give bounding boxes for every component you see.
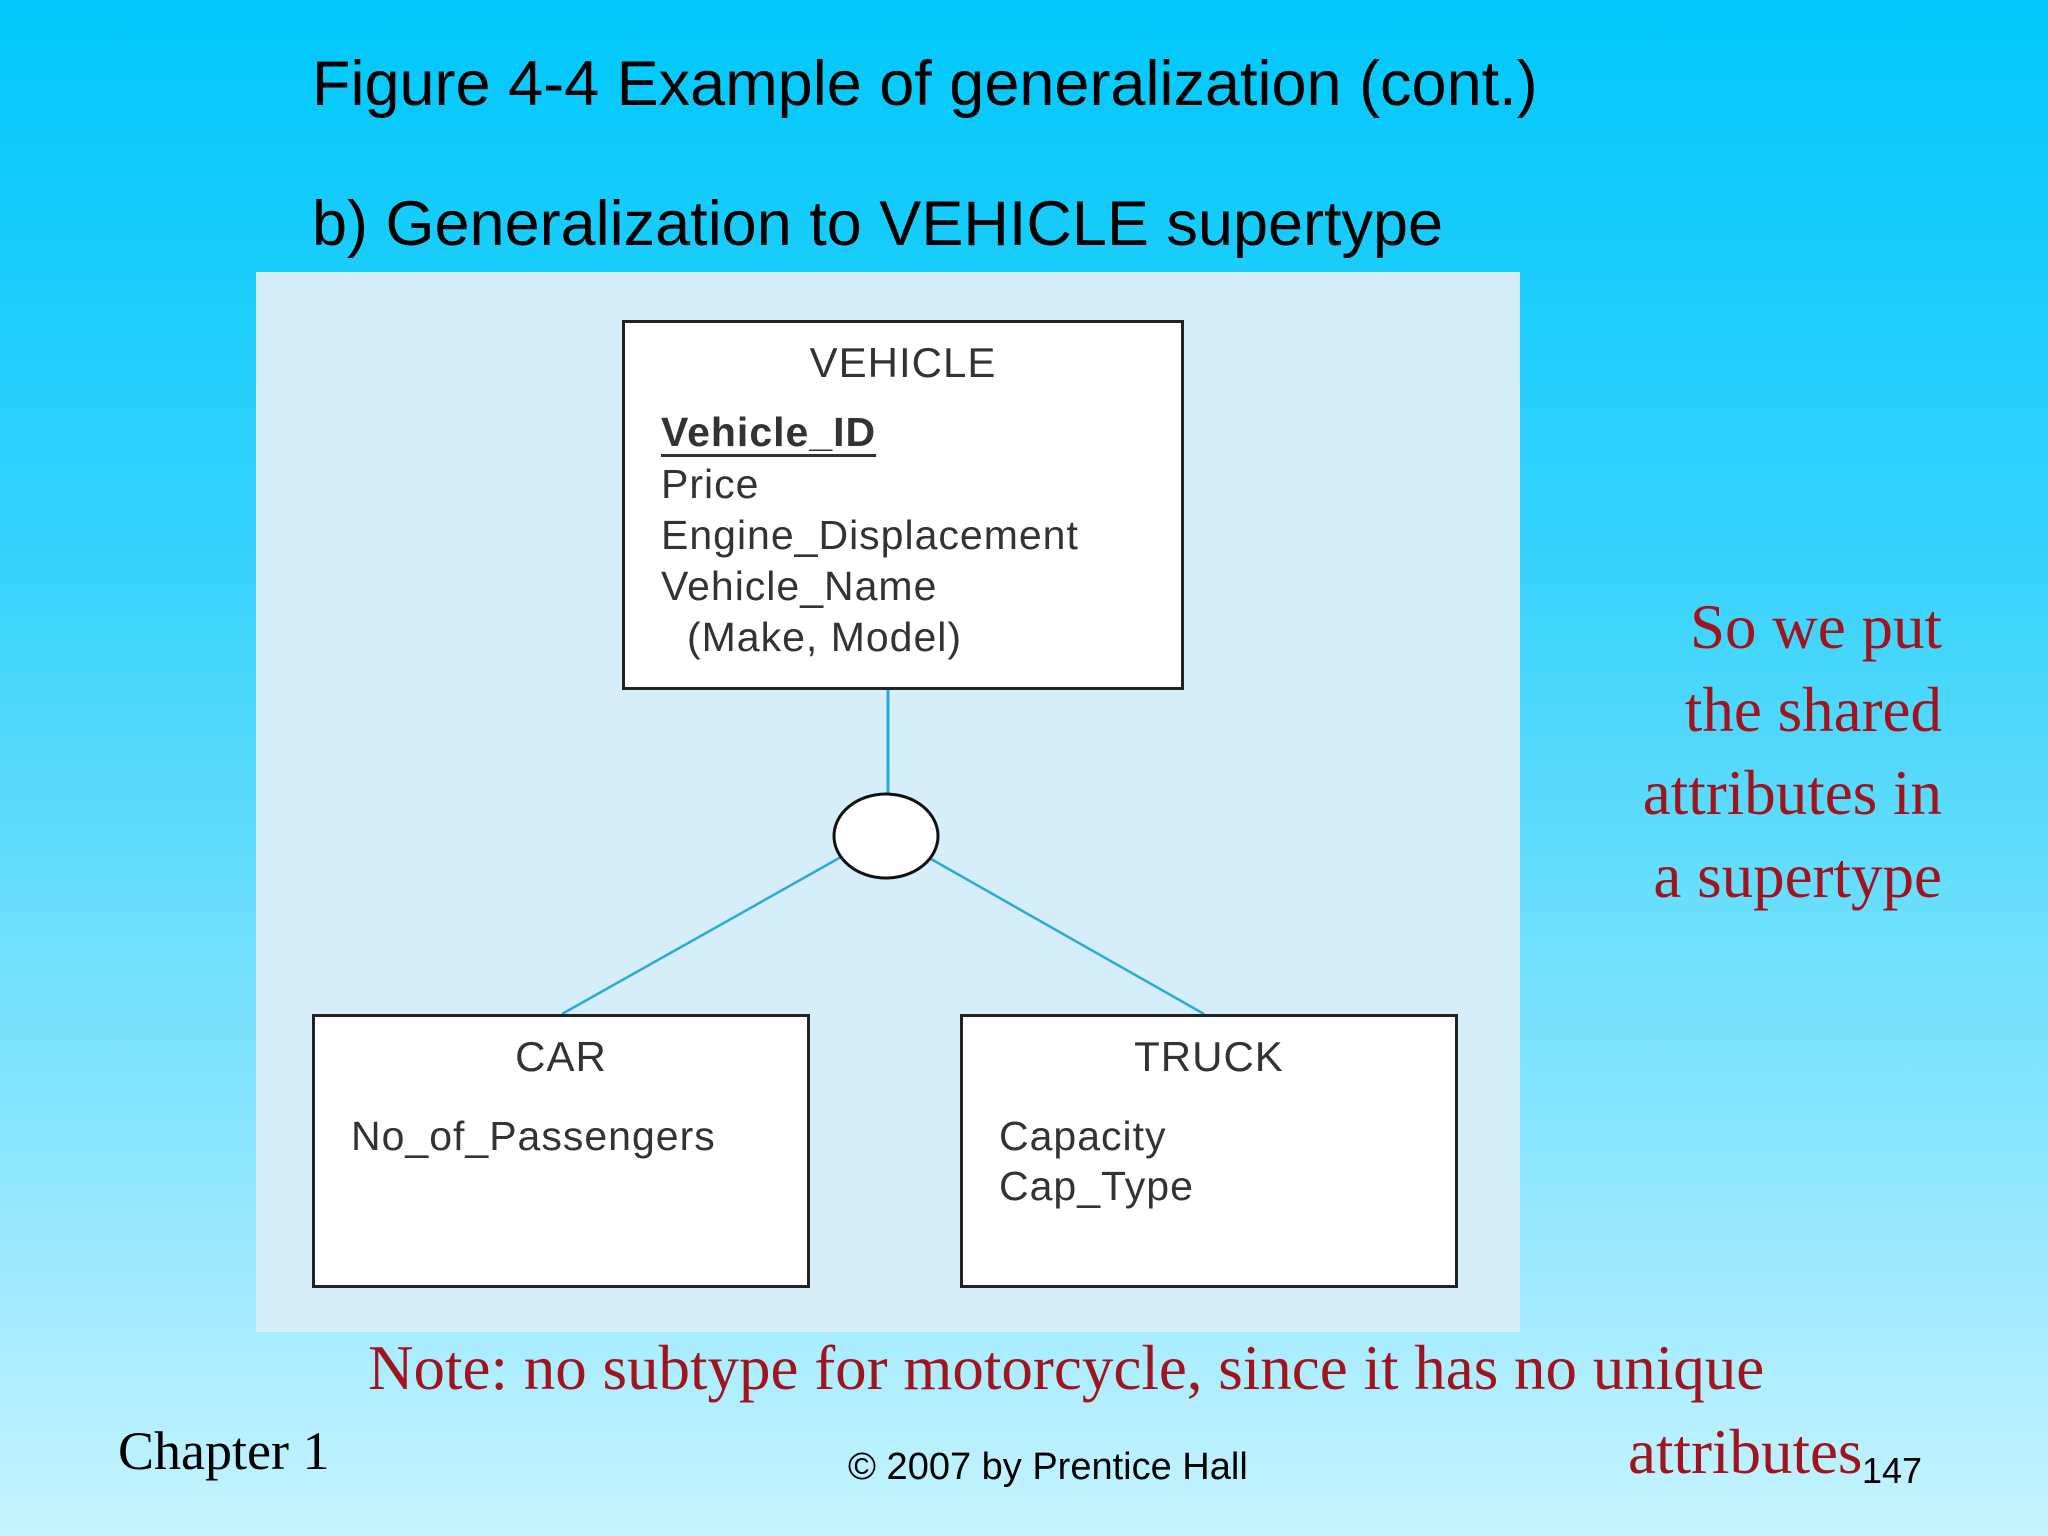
attribute-price: Price: [661, 461, 760, 507]
side-note-line: attributes in: [1642, 758, 1942, 828]
attribute-vehicle-name: Vehicle_Name: [661, 563, 938, 609]
slide-subtitle: b) Generalization to VEHICLE supertype: [312, 189, 1444, 259]
entity-vehicle: VEHICLE Vehicle_ID Price Engine_Displace…: [622, 320, 1184, 690]
footer-page-number: 147: [1862, 1450, 1923, 1491]
side-note-line: So we put: [1690, 592, 1942, 662]
footer-copyright: © 2007 by Prentice Hall: [848, 1446, 1248, 1488]
generalization-circle-symbol: [832, 792, 940, 880]
bottom-note-line-2: attributes: [1628, 1417, 1863, 1487]
entity-car: CAR No_of_Passengers: [312, 1014, 810, 1288]
attribute-vehicle-id: Vehicle_ID: [661, 409, 877, 455]
side-note: So we put the shared attributes in a sup…: [1522, 586, 1942, 918]
car-connector-line: [561, 855, 842, 1016]
attribute-cap-type: Cap_Type: [999, 1163, 1194, 1209]
entity-truck: TRUCK Capacity Cap_Type: [960, 1014, 1458, 1288]
attribute-capacity: Capacity: [999, 1113, 1167, 1159]
attribute-engine-displacement: Engine_Displacement: [661, 512, 1079, 558]
entity-name-vehicle: VEHICLE: [809, 339, 997, 386]
truck-connector-line: [930, 857, 1205, 1016]
generalization-connectors: [561, 688, 1205, 1016]
side-note-line: a supertype: [1653, 841, 1942, 911]
bottom-note-line-1: Note: no subtype for motorcycle, since i…: [368, 1333, 1765, 1403]
entity-name-car: CAR: [515, 1033, 607, 1080]
footer-chapter: Chapter 1: [118, 1421, 330, 1481]
diagram-panel: VEHICLE Vehicle_ID Price Engine_Displace…: [256, 272, 1520, 1332]
attribute-no-of-passengers: No_of_Passengers: [351, 1113, 716, 1159]
entity-name-truck: TRUCK: [1134, 1033, 1284, 1080]
slide-title: Figure 4-4 Example of generalization (co…: [312, 49, 1538, 119]
attribute-make-model: (Make, Model): [687, 614, 963, 660]
side-note-line: the shared: [1684, 675, 1942, 745]
